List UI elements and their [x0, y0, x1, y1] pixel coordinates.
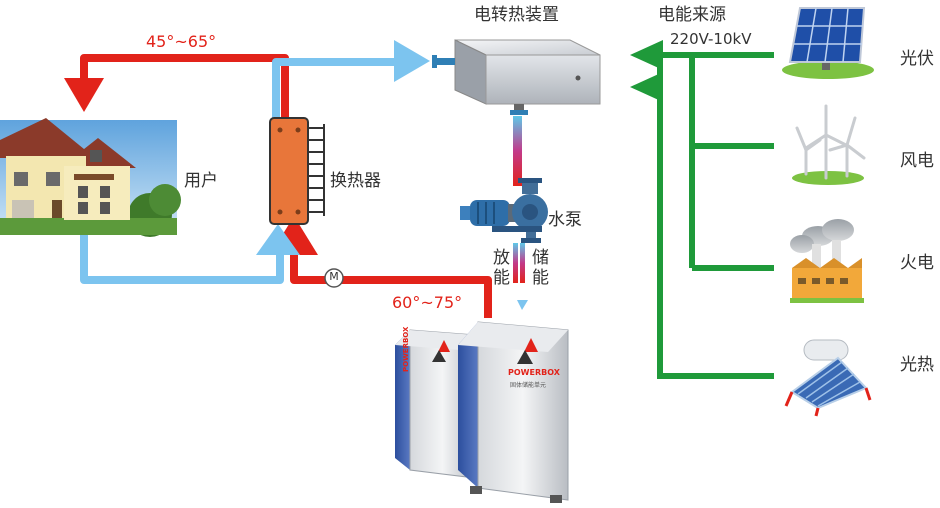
solar-panel-icon [782, 7, 874, 79]
device-label: 电转热装置 [474, 5, 559, 25]
motor-valve [324, 268, 344, 288]
source-label: 电能来源 [658, 5, 726, 25]
exchanger-label: 换热器 [330, 171, 381, 191]
heat-exchanger [269, 117, 325, 225]
source-label-solar: 光伏 [900, 49, 934, 69]
water-pump [460, 178, 548, 243]
hot-return-pipe [290, 248, 492, 318]
power-arrow-bottom [630, 72, 663, 102]
hot-arrow-down [64, 78, 104, 112]
source-label-solar-thermal: 光热 [900, 355, 934, 375]
source-label-thermal: 火电 [900, 253, 934, 273]
house-image [0, 118, 181, 237]
power-lines [657, 52, 774, 379]
cabinet-back-brand: POWERBOX [402, 326, 410, 372]
voltage-label: 220V-10kV [670, 30, 752, 48]
source-label-wind: 风电 [900, 151, 934, 171]
store-arrow-down [517, 300, 528, 310]
discharge-label: 放能 [493, 248, 510, 288]
pump-storage-pipe-left [513, 243, 518, 283]
hot-supply-pipe [80, 54, 289, 125]
pump-label: 水泵 [548, 210, 582, 230]
supply-temp-label: 45°~65° [146, 32, 217, 51]
wind-turbine-icon [792, 104, 866, 185]
cabinet-front-brand: POWERBOX [508, 368, 560, 377]
cabinet-front-brand-sub: 固体储能单元 [510, 382, 547, 389]
cold-pipe [80, 58, 396, 284]
user-label: 用户 [184, 171, 218, 191]
device-pump-pipe [513, 116, 522, 186]
solar-water-heater-icon [784, 339, 872, 417]
motor-label: M [329, 270, 339, 283]
storage-cabinet-front [458, 321, 569, 503]
return-temp-label: 60°~75° [392, 293, 463, 312]
electric-heat-device [432, 39, 601, 115]
cold-arrow-up [256, 224, 300, 255]
power-arrow-top [630, 40, 663, 70]
power-plant-icon [790, 219, 864, 303]
cold-arrow-right [394, 40, 430, 82]
store-label: 储能 [532, 248, 549, 288]
pump-storage-pipe-right [520, 243, 525, 283]
